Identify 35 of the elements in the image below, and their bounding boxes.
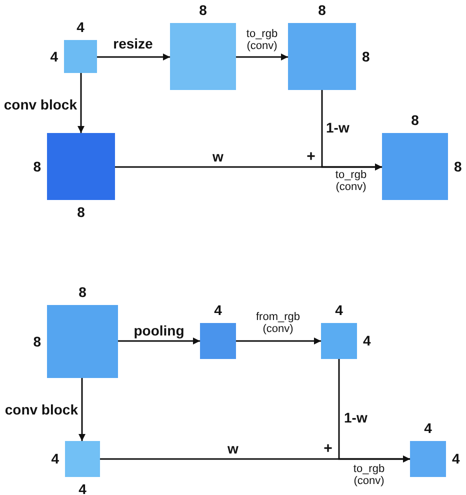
- arrow: [236, 338, 321, 344]
- operation-label: to_rgb (conv): [352, 462, 386, 488]
- size-label: 8: [411, 113, 419, 128]
- sum-sign: +: [324, 440, 332, 458]
- size-label: 4: [424, 421, 432, 436]
- size-label: 4: [51, 451, 59, 467]
- size-label: 8: [33, 334, 41, 350]
- size-label: 4: [214, 303, 222, 318]
- size-label: 4: [452, 451, 460, 467]
- size-label: 4: [78, 482, 86, 495]
- size-label: 8: [454, 158, 462, 174]
- arrow: [97, 54, 170, 60]
- arrow: [78, 73, 84, 133]
- size-label: 8: [77, 205, 85, 220]
- size-label: 8: [199, 3, 207, 18]
- edge-label: resize: [113, 36, 153, 52]
- arrow: [100, 456, 410, 462]
- edge-label: conv block: [4, 97, 77, 113]
- edge-label: from_rgb (conv): [256, 310, 300, 336]
- arrow: [78, 378, 86, 441]
- size-label: 8: [78, 285, 86, 300]
- arrow: [115, 164, 382, 170]
- size-label: 4: [335, 303, 343, 318]
- size-label: 4: [50, 48, 58, 64]
- size-label: 8: [318, 3, 326, 18]
- size-label: 8: [33, 158, 41, 174]
- arrow: [118, 338, 200, 344]
- edge-label: pooling: [134, 323, 184, 339]
- arrow: [236, 54, 288, 60]
- sum-sign: +: [306, 148, 316, 166]
- edge-label: conv block: [4, 402, 78, 418]
- operation-label: to_rgb (conv): [334, 168, 368, 194]
- size-label: 4: [363, 333, 371, 349]
- size-label: 8: [362, 48, 370, 64]
- size-label: 4: [76, 20, 84, 36]
